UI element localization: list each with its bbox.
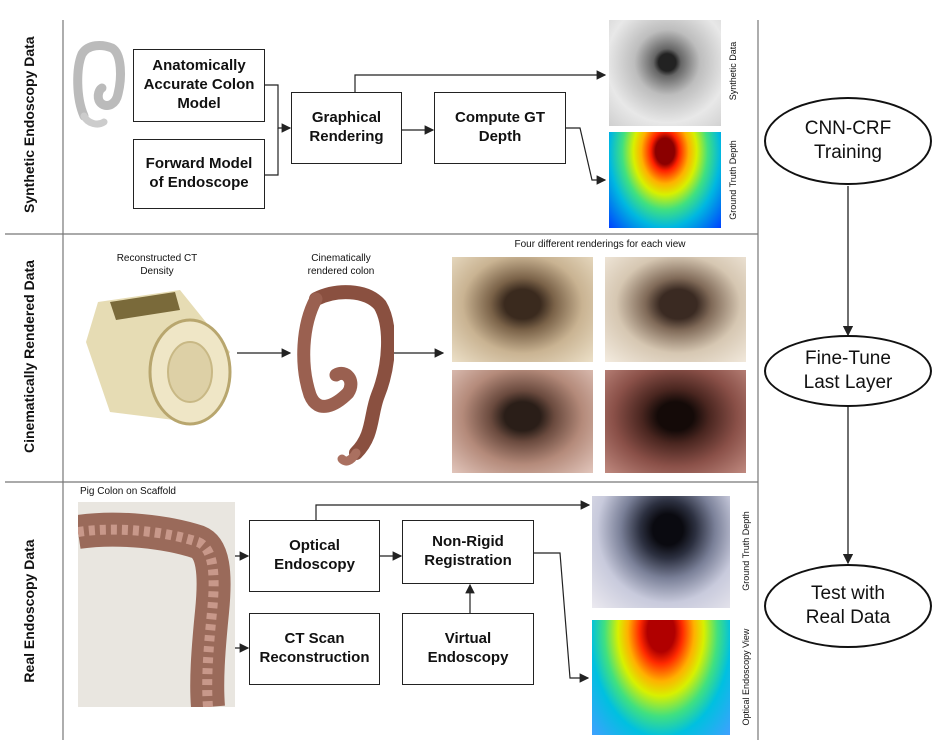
ct-scan-reconstruction-box: CT Scan Reconstruction <box>249 613 380 685</box>
pig-colon-image <box>78 502 235 707</box>
real-gt-depth-label: Ground Truth Depth <box>741 511 751 591</box>
cinematic-colon-label: Cinematically rendered colon <box>307 253 375 277</box>
colon-model-box: Anatomically Accurate Colon Model <box>133 49 265 122</box>
ct-density-image <box>80 282 237 430</box>
pig-colon-label: Pig Colon on Scaffold <box>80 486 176 497</box>
optical-endoscopy-box: Optical Endoscopy <box>249 520 380 592</box>
synthetic-gt-depth-label: Ground Truth Depth <box>728 140 738 220</box>
real-depth-image <box>592 620 730 735</box>
section-label-cinematic: Cinematically Rendered Data <box>21 260 37 453</box>
rendering-image-2 <box>605 257 746 362</box>
rendering-image-4 <box>605 370 746 473</box>
optical-endoscopy-view-label: Optical Endoscopy View <box>741 628 751 726</box>
section-label-real: Real Endoscopy Data <box>21 539 37 683</box>
virtual-endoscopy-box: Virtual Endoscopy <box>402 613 534 685</box>
four-renderings-label: Four different renderings for each view <box>514 239 686 250</box>
ct-density-label: Reconstructed CT Density <box>116 253 198 277</box>
colon-anatomy-icon <box>72 38 127 130</box>
cinematic-colon-image <box>296 285 394 467</box>
synthetic-render-image <box>609 20 721 126</box>
test-real-data-oval: Test with Real Data <box>764 564 932 648</box>
forward-model-box: Forward Model of Endoscope <box>133 139 265 209</box>
compute-gt-depth-box: Compute GT Depth <box>434 92 566 164</box>
cnn-crf-training-oval: CNN-CRF Training <box>764 97 932 185</box>
synthetic-depth-image <box>609 132 721 228</box>
non-rigid-registration-box: Non-Rigid Registration <box>402 520 534 584</box>
rendering-image-3 <box>452 370 593 473</box>
fine-tune-last-layer-oval: Fine-Tune Last Layer <box>764 335 932 407</box>
real-endoscopy-image <box>592 496 730 608</box>
graphical-rendering-box: Graphical Rendering <box>291 92 402 164</box>
section-label-synthetic: Synthetic Endoscopy Data <box>21 36 37 213</box>
rendering-image-1 <box>452 257 593 362</box>
synthetic-data-label: Synthetic Data <box>728 41 738 101</box>
